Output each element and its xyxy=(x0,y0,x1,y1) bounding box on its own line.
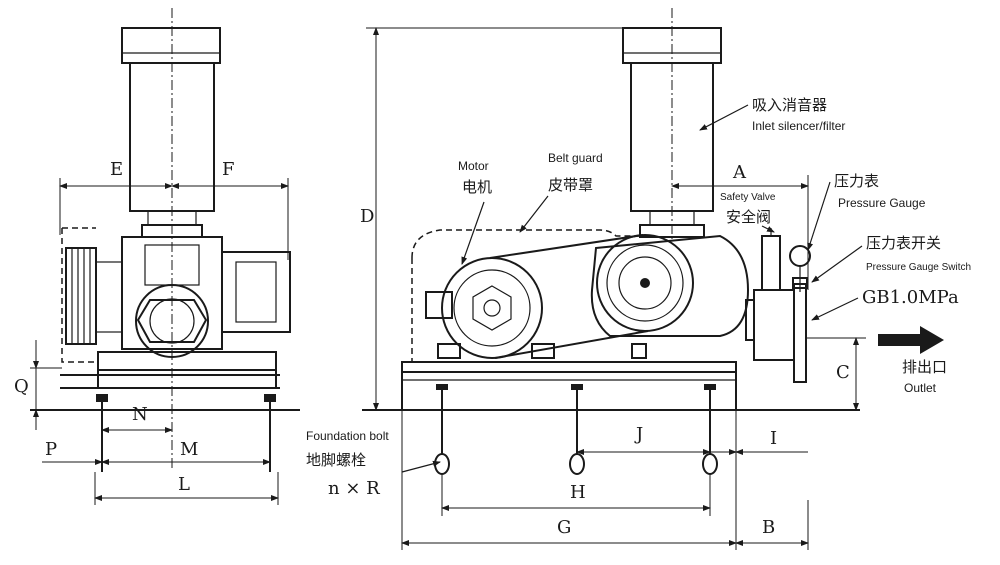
dim-label-l: L xyxy=(178,474,190,495)
side-pulley xyxy=(65,247,97,345)
front-base-top xyxy=(401,361,737,373)
outlet-flange xyxy=(793,283,807,383)
front-blower-housing xyxy=(590,234,750,337)
side-outlet-flange xyxy=(136,299,208,343)
dim-label-m: M xyxy=(180,439,198,460)
gauge-switch-label-en: Pressure Gauge Switch xyxy=(866,262,971,273)
motor-label-en: Motor xyxy=(458,159,489,173)
side-base xyxy=(97,351,277,371)
dim-label-b: B xyxy=(762,517,775,538)
dim-label-h: H xyxy=(570,482,586,503)
gauge-switch-label-cn: 压力表开关 xyxy=(866,234,941,252)
side-motor-end xyxy=(221,251,291,333)
dim-label-g: G xyxy=(557,517,571,538)
safety-valve-label-cn: 安全阀 xyxy=(726,208,771,226)
belt-guard-outline xyxy=(411,229,736,363)
safety-valve-label-en: Safety Valve xyxy=(720,192,776,203)
inlet-silencer-label-cn: 吸入消音器 xyxy=(752,96,827,114)
outlet-pipe xyxy=(753,289,795,361)
front-view: D A C J I H G B xyxy=(360,8,944,550)
pressure-gauge-label-en: Pressure Gauge xyxy=(838,196,926,210)
pressure-gauge xyxy=(789,245,811,267)
dim-label-e: E xyxy=(110,159,123,180)
dim-label-f: F xyxy=(222,159,235,180)
outlet-label-en: Outlet xyxy=(904,381,937,395)
outlet-label-cn: 排出口 xyxy=(902,358,947,376)
dim-label-a: A xyxy=(732,162,747,183)
dim-label-n: N xyxy=(132,404,148,425)
dim-label-p: P xyxy=(45,439,57,460)
belt-guard-label-en: Belt guard xyxy=(548,151,603,165)
side-view: E F Q N P M L xyxy=(14,8,300,505)
dim-label-j: J xyxy=(634,424,643,445)
dim-label-i: I xyxy=(770,428,777,449)
dim-label-q: Q xyxy=(14,376,29,397)
motor-label-cn: 电机 xyxy=(462,178,492,196)
outlet-arrow-icon xyxy=(878,326,944,354)
pressure-gauge-label-cn: 压力表 xyxy=(834,172,879,190)
foundation-bolt-label-en: Foundation bolt xyxy=(306,429,389,443)
foundation-bolt-qty: n × R xyxy=(328,478,380,499)
side-silencer-cap xyxy=(121,27,221,64)
foundation-bolts xyxy=(434,384,718,475)
pressure-rating-label: GB1.0MPa xyxy=(862,287,959,308)
dim-label-c: C xyxy=(836,362,850,383)
dim-label-d: D xyxy=(360,206,374,227)
safety-valve xyxy=(761,235,781,291)
foundation-bolt-label-cn: 地脚螺栓 xyxy=(306,451,366,469)
inlet-silencer-label-en: Inlet silencer/filter xyxy=(752,119,845,133)
belt-guard-label-cn: 皮带罩 xyxy=(548,176,593,194)
